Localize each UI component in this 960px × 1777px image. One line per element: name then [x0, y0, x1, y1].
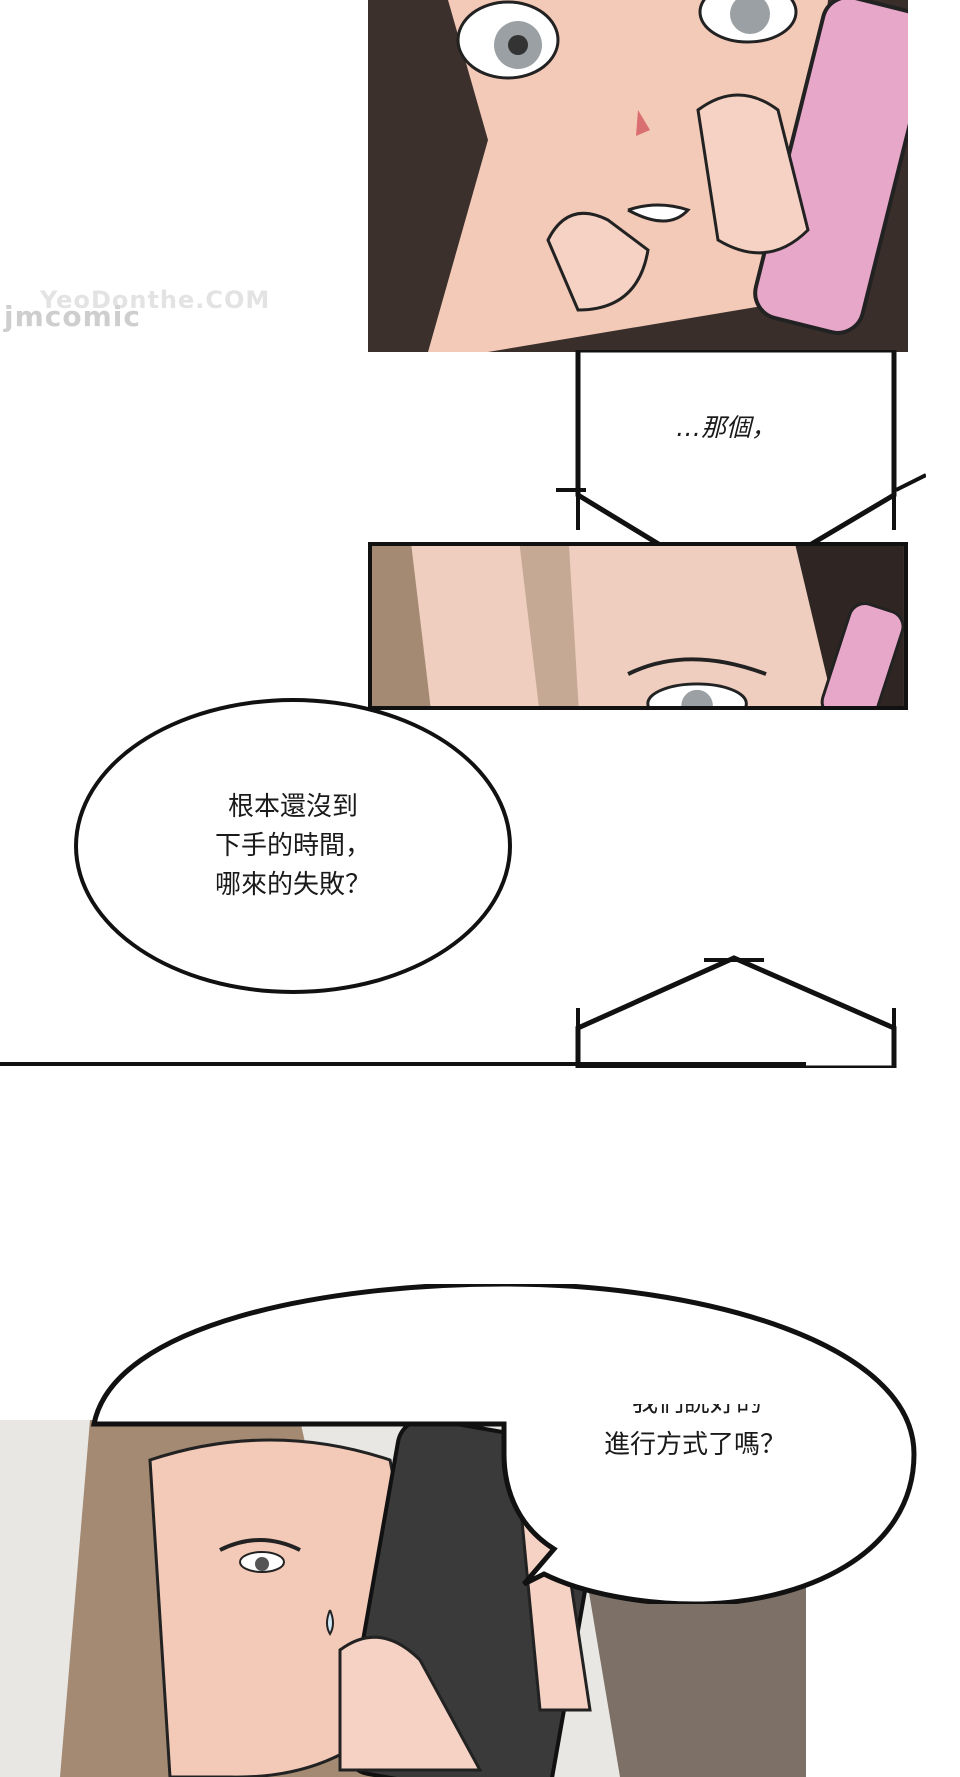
watermark-primary: jmcomic: [4, 300, 141, 333]
round-bubble-2-cut-text: 我們說好的: [632, 1404, 812, 1416]
round-bubble-text: 根本還沒到 下手的時間， 哪來的失敗？: [214, 791, 371, 900]
round-bubble-2-shape: [90, 1284, 917, 1604]
round-speech-bubble: 根本還沒到 下手的時間， 哪來的失敗？: [74, 698, 512, 994]
watermark-secondary: YeoDonthe.COM: [40, 286, 271, 314]
panel-divider: [0, 1062, 806, 1066]
hexagon-speech-bubble-2: [575, 955, 897, 1068]
round-bubble-2-text: 進行方式了嗎？: [604, 1430, 787, 1460]
watermark: YeoDonthe.COM jmcomic: [4, 286, 269, 333]
panel-eye-closeup: [368, 542, 908, 710]
hexagon-bubble-text: …那個，: [676, 413, 777, 442]
round-speech-bubble-2: 我們說好的 進行方式了嗎？: [84, 1284, 924, 1604]
panel-woman-phone-closeup: [368, 0, 908, 352]
panel-2-illustration: [372, 546, 904, 706]
panel-1-illustration: [368, 0, 908, 352]
